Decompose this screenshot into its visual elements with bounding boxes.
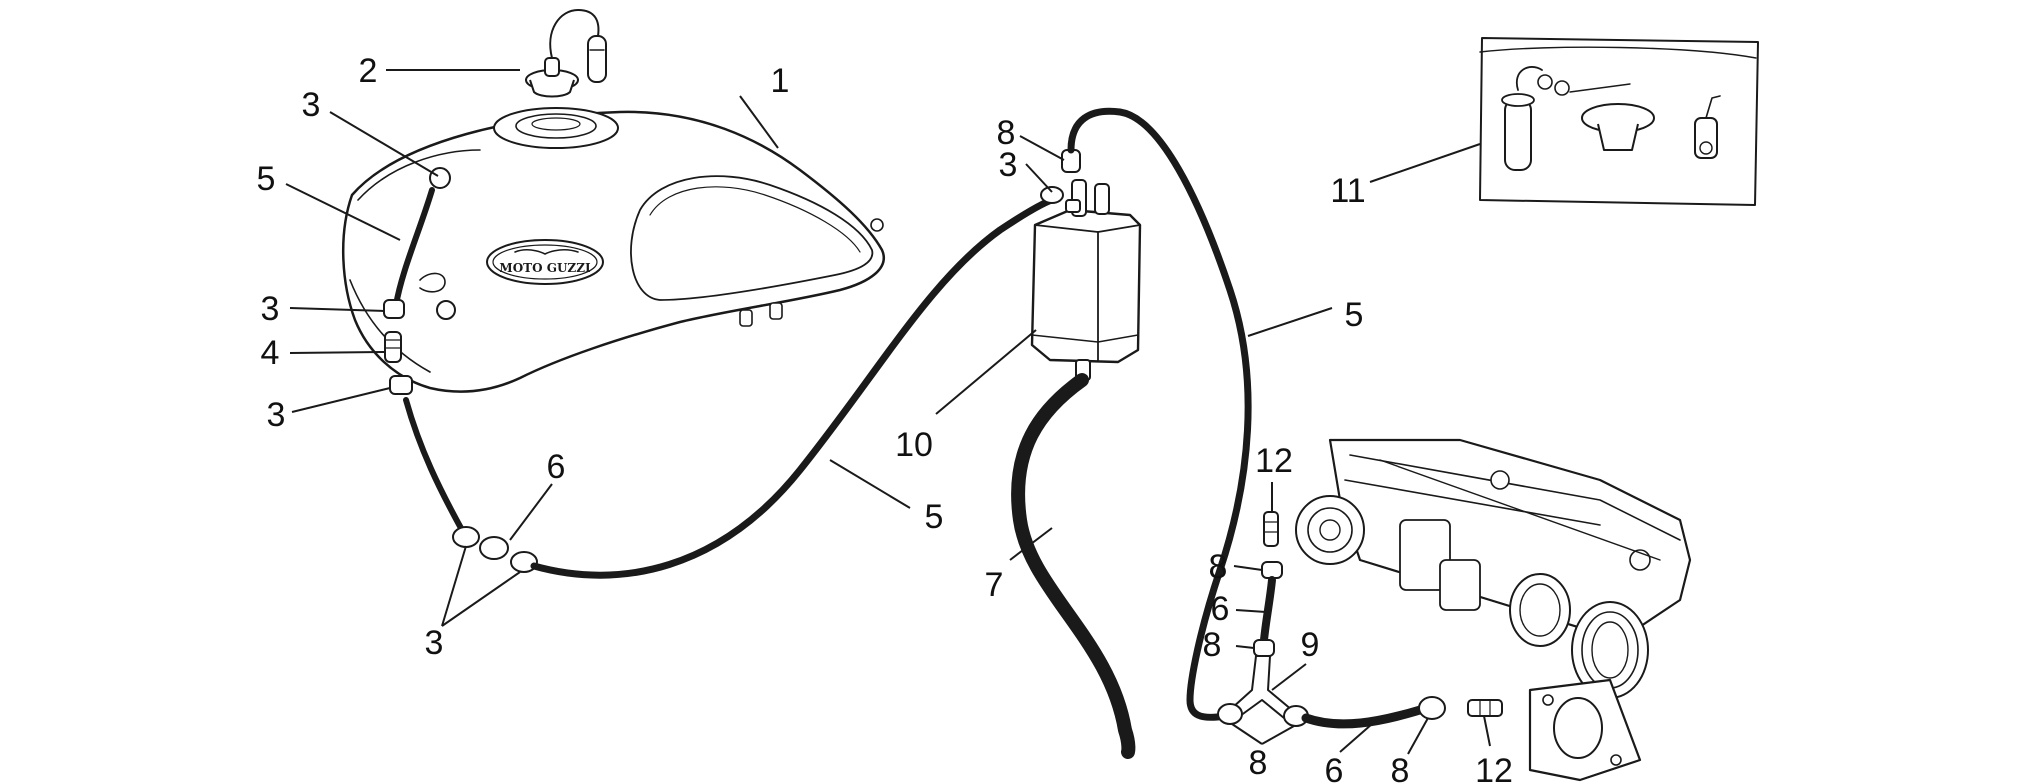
callout-8: 8	[1391, 752, 1410, 784]
callout-8: 8	[1249, 744, 1268, 782]
callout-5: 5	[257, 160, 276, 198]
left-breather-line	[383, 187, 465, 533]
hose-5-left	[530, 194, 1062, 579]
parts-kit-box	[1479, 37, 1759, 206]
callout-6: 6	[547, 448, 566, 486]
callout-1: 1	[771, 62, 790, 100]
callout-7: 7	[985, 566, 1004, 604]
leader-lines	[285, 69, 1491, 755]
drain-hose-7	[1011, 373, 1136, 759]
lower-right-hoses	[1217, 511, 1503, 729]
fuel-tank: MOTO GUZZI	[341, 107, 885, 393]
callout-12: 12	[1255, 442, 1293, 480]
callout-5: 5	[1345, 296, 1364, 334]
callout-5: 5	[925, 498, 944, 536]
callout-11: 11	[1330, 172, 1365, 210]
callout-3: 3	[425, 624, 444, 662]
filler-cap	[525, 9, 607, 98]
callout-12: 12	[1475, 752, 1513, 784]
throttle-body-assembly	[1295, 438, 1692, 782]
callout-8: 8	[1203, 626, 1222, 664]
callout-6: 6	[1325, 752, 1344, 784]
callout-4: 4	[261, 334, 280, 372]
callout-labels: 1 2 3 5 3 4 3 6 3 5 8 3 10 7 5 11 12 8 6…	[257, 52, 1513, 784]
callout-3: 3	[302, 86, 321, 124]
callout-9: 9	[1301, 626, 1320, 664]
junction-left	[452, 526, 538, 573]
callout-10: 10	[895, 426, 933, 464]
tank-logo-text: MOTO GUZZI	[499, 261, 591, 275]
callout-3: 3	[999, 146, 1018, 184]
callout-3: 3	[261, 290, 280, 328]
callout-3: 3	[267, 396, 286, 434]
callout-8: 8	[997, 114, 1016, 152]
callout-8: 8	[1209, 548, 1228, 586]
callout-2: 2	[359, 52, 378, 90]
callout-6: 6	[1211, 590, 1230, 628]
hose-5-right	[1067, 107, 1252, 721]
charcoal-canister	[1030, 179, 1142, 381]
